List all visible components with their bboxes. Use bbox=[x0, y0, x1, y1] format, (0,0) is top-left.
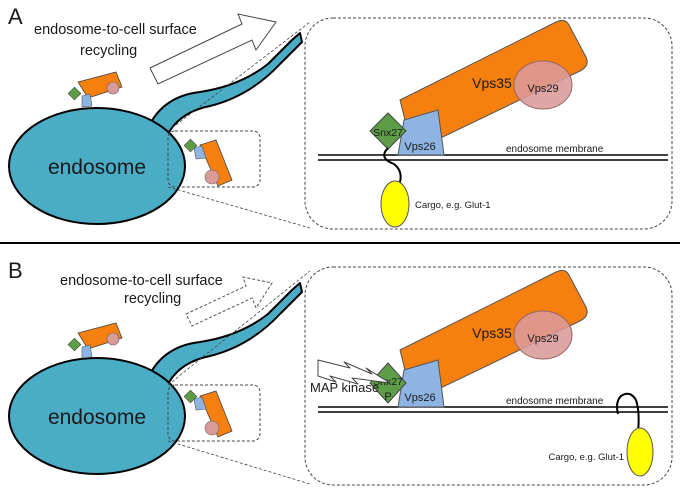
panel-b-vps29-label: Vps29 bbox=[527, 333, 558, 345]
panel-a-inset-box bbox=[304, 17, 673, 230]
panel-a-small-retromer-endosome bbox=[183, 138, 233, 187]
panel-b-letter: B bbox=[8, 258, 23, 283]
panel-b-zoom-line-bottom bbox=[167, 440, 311, 485]
panel-b-small-retromer-tubule bbox=[67, 322, 123, 359]
panel-a-snx27 bbox=[369, 112, 407, 150]
panel-a-letter: A bbox=[8, 4, 23, 29]
panel-a-vps26-label: Vps26 bbox=[404, 141, 435, 153]
panel-b-zoom-box bbox=[167, 384, 261, 442]
panel-b-tubule bbox=[149, 282, 303, 385]
panel-b-vps29 bbox=[513, 310, 573, 360]
panel-b-cargo bbox=[626, 427, 654, 477]
panel-a-recycling-arrow bbox=[149, 13, 277, 85]
panel-b-vps26-label: Vps26 bbox=[404, 392, 435, 404]
panel-a-vps35-label: Vps35 bbox=[472, 75, 512, 91]
panel-b-endosome bbox=[8, 357, 186, 475]
panel-a-vps29-label: Vps29 bbox=[527, 83, 558, 95]
panel-a-zoom-line-bottom bbox=[167, 186, 311, 229]
panel-a-zoom-box bbox=[167, 130, 261, 188]
panel-b-kinase-arrow bbox=[317, 359, 391, 385]
panel-b-recycling-arrow bbox=[185, 276, 273, 327]
panel-a-snx27-label: Snx27 bbox=[373, 127, 403, 139]
panel-a-membrane-label: endosome membrane bbox=[506, 144, 604, 155]
panel-a-cargo bbox=[380, 180, 410, 228]
panel-a-endosome bbox=[8, 107, 186, 225]
panel-a-vps29 bbox=[513, 60, 573, 110]
panel-b-recycling-line2: recycling bbox=[124, 291, 181, 307]
panel-a-cargo-tail bbox=[383, 147, 402, 186]
panel-a: A endosome-to-cell surface recycling end… bbox=[8, 4, 673, 230]
panel-b-endosome-label: endosome bbox=[48, 406, 146, 429]
panel-b-recycling-line1: endosome-to-cell surface bbox=[60, 273, 223, 289]
panel-b-membrane-label: endosome membrane bbox=[506, 396, 604, 407]
panel-a-recycling-line2: recycling bbox=[80, 43, 137, 59]
panel-b-cargo-tail bbox=[616, 392, 640, 433]
panel-a-tubule bbox=[149, 32, 303, 135]
panel-b-inset-box bbox=[304, 266, 673, 486]
panel-b-vps26 bbox=[397, 359, 445, 408]
panel-a-endosome-label: endosome bbox=[48, 156, 146, 179]
panel-b-vps35-label: Vps35 bbox=[472, 325, 512, 341]
panel-b-phospho-label: P bbox=[384, 391, 391, 403]
panel-b-kinase-label: MAP kinase bbox=[310, 380, 379, 395]
panel-b: B endosome-to-cell surface recycling end… bbox=[8, 258, 673, 486]
panel-a-vps26 bbox=[397, 109, 445, 156]
panel-a-recycling-line1: endosome-to-cell surface bbox=[34, 22, 197, 38]
panel-b-zoom-line-top bbox=[167, 270, 311, 386]
panel-a-cargo-label: Cargo, e.g. Glut-1 bbox=[415, 200, 491, 211]
panel-b-cargo-label: Cargo, e.g. Glut-1 bbox=[548, 452, 624, 463]
panel-a-small-retromer-tubule bbox=[67, 71, 123, 108]
panel-b-small-retromer-endosome bbox=[183, 389, 233, 438]
